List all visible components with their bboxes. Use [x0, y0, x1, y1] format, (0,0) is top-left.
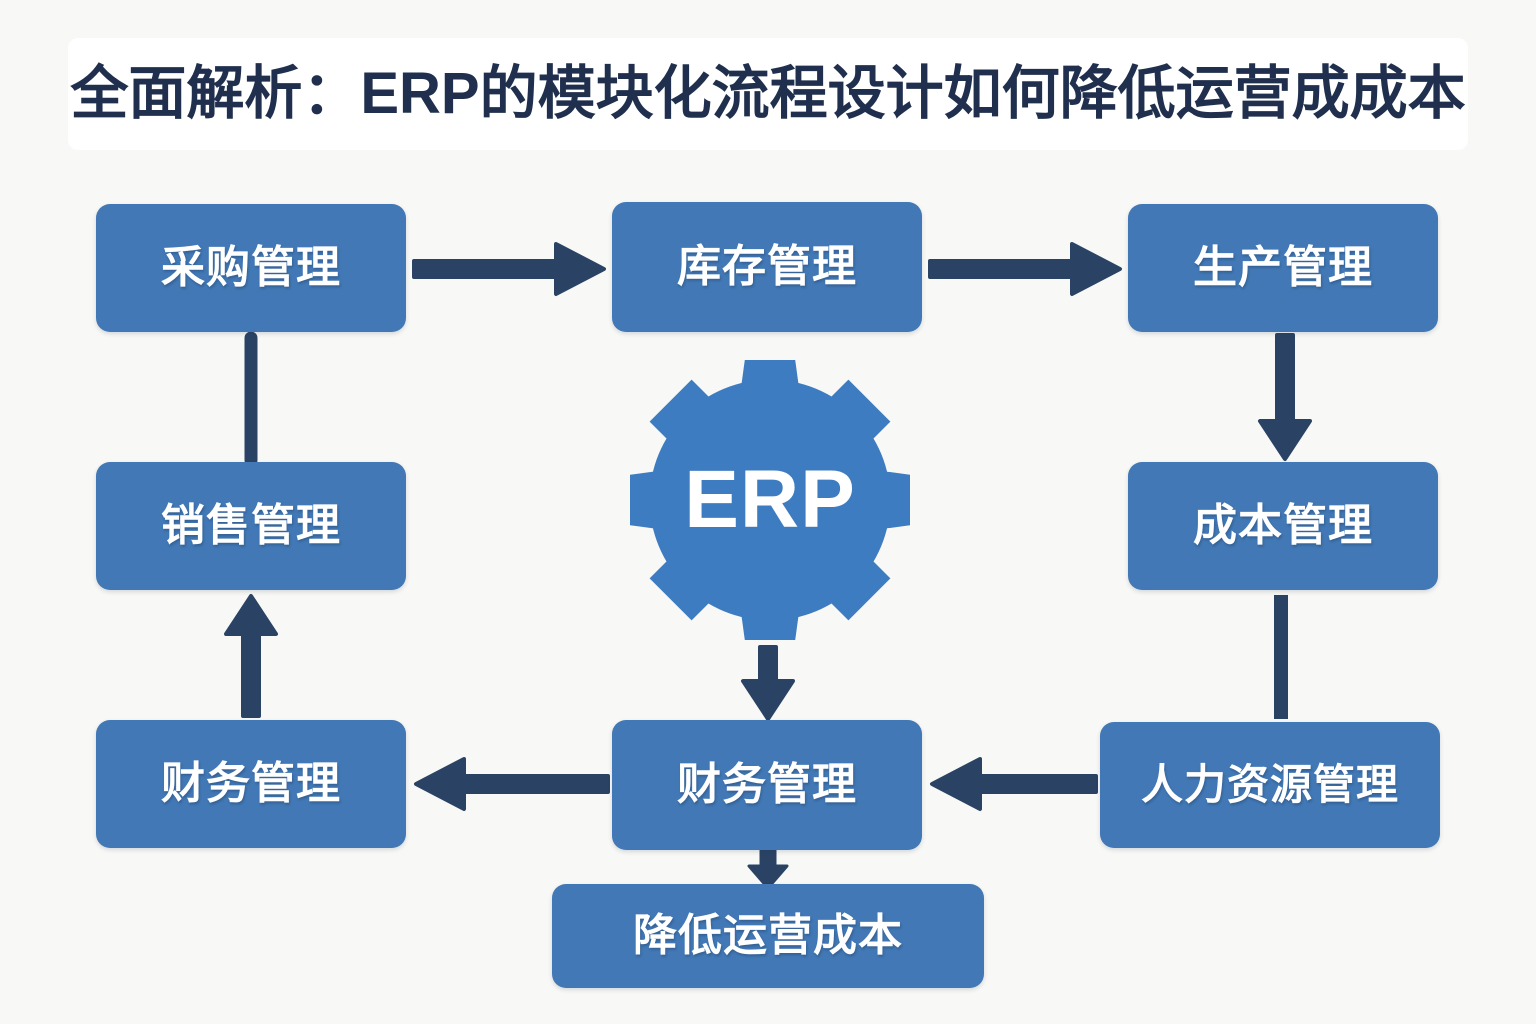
connector-finance-mid-to-finance-left	[406, 752, 616, 816]
node-label: 成本管理	[1193, 501, 1373, 550]
erp-gear: ERP	[614, 360, 926, 640]
connector-inventory-to-production	[922, 238, 1132, 300]
node-label: 库存管理	[677, 242, 857, 291]
node-label: 财务管理	[161, 759, 341, 808]
page-title: 全面解析：ERP的模块化流程设计如何降低运营成成本	[70, 61, 1466, 126]
connector-finance-mid-to-outcome	[745, 848, 791, 890]
node-production-management[interactable]: 生产管理	[1128, 204, 1438, 332]
connector-cost-to-hr	[1265, 592, 1297, 722]
connector-hr-to-finance-mid	[922, 752, 1104, 816]
node-sales-management[interactable]: 销售管理	[96, 462, 406, 590]
node-label: 财务管理	[677, 760, 857, 809]
connector-finance-left-to-sales	[218, 592, 284, 722]
title-card: 全面解析：ERP的模块化流程设计如何降低运营成成本	[68, 38, 1468, 150]
connector-gear-to-finance-mid	[735, 643, 801, 723]
node-inventory-management[interactable]: 库存管理	[612, 202, 922, 332]
connector-production-to-cost	[1253, 333, 1317, 465]
node-cost-management[interactable]: 成本管理	[1128, 462, 1438, 590]
node-label: 销售管理	[161, 501, 341, 550]
node-reduce-operating-cost[interactable]: 降低运营成本	[552, 884, 984, 988]
node-label: 生产管理	[1193, 243, 1373, 292]
node-label: 人力资源管理	[1140, 761, 1399, 808]
node-label: 采购管理	[161, 243, 341, 292]
node-human-resource-management[interactable]: 人力资源管理	[1100, 722, 1440, 848]
connector-procurement-to-sales	[235, 331, 267, 467]
node-procurement-management[interactable]: 采购管理	[96, 204, 406, 332]
connector-procurement-to-inventory	[406, 238, 616, 300]
node-financial-management-center[interactable]: 财务管理	[612, 720, 922, 850]
node-label: 降低运营成本	[633, 911, 903, 960]
node-financial-management-left[interactable]: 财务管理	[96, 720, 406, 848]
